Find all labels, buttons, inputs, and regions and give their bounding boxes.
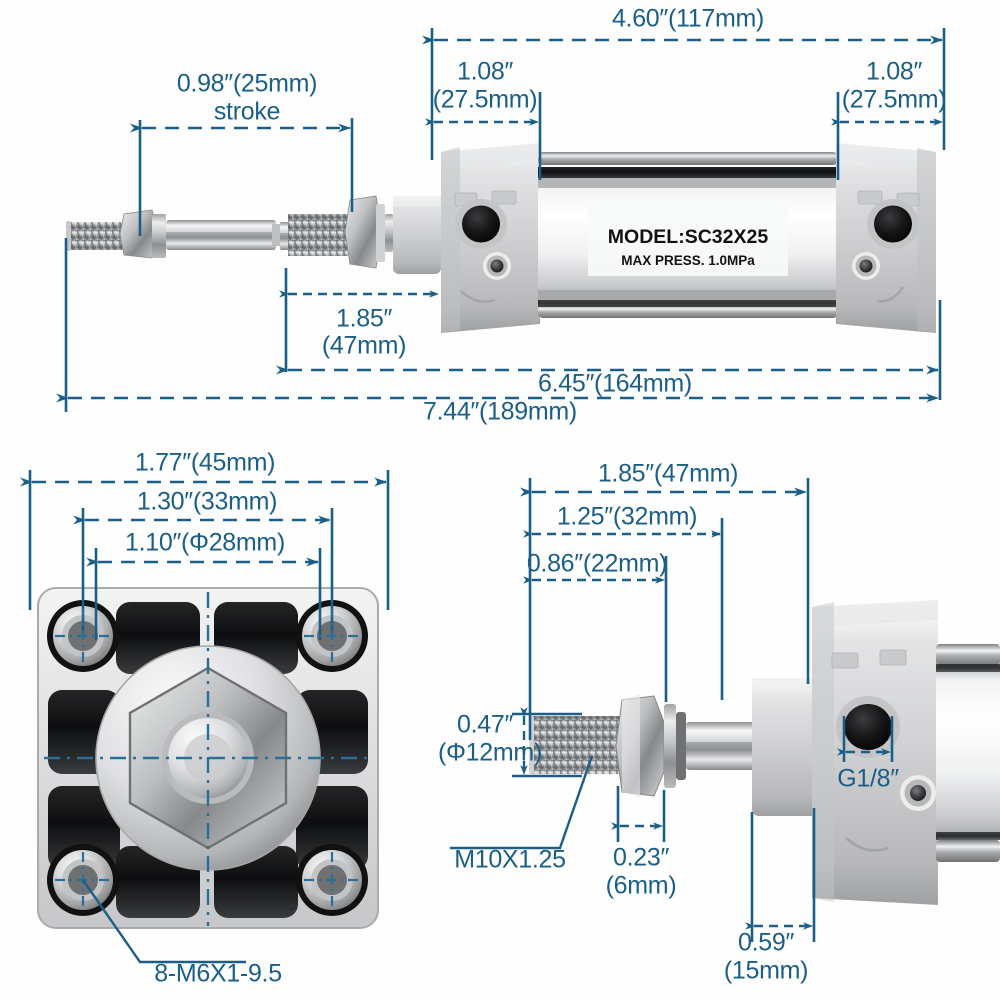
dim-label-rod-ext-line1: 1.85″ (336, 305, 392, 333)
dim-label-bore-circle: 1.10″(Φ28mm) (125, 529, 285, 557)
callout-label-rod-thread: M10X1.25 (454, 846, 566, 874)
dim-label-bolt-spacing: 1.30″(33mm) (137, 488, 277, 516)
dim-label-cap-right-line2: (27.5mm) (842, 86, 947, 114)
rod-gland-boss (393, 196, 441, 274)
dim-label-overall-length: 7.44″(189mm) (423, 398, 577, 426)
dim-rod-total (520, 478, 810, 740)
dim-label-nut-thick-line1: 0.23″ (613, 844, 669, 872)
left-end-cap (441, 143, 540, 333)
callout-label-thread-holes: 8-M6X1-9.5 (154, 960, 282, 988)
dim-rod-diameter (512, 707, 582, 778)
callout-label-port-size: G1/8″ (837, 765, 899, 793)
dim-rod-mid (523, 518, 724, 700)
dim-label-rod-total: 1.85″(47mm) (598, 460, 738, 488)
dim-thread-length (523, 556, 668, 702)
dim-label-rod-dia-line1: 0.47″ (457, 711, 513, 739)
dim-label-stroke-line2: stroke (214, 98, 280, 126)
dim-label-cap-right-line1: 1.08″ (866, 58, 922, 86)
max-press-text: MAX PRESS. 1.0MPa (621, 253, 755, 268)
dim-label-rod-ext-line2: (47mm) (322, 332, 406, 360)
rod-lock-nut (344, 195, 393, 269)
dim-label-nut-thick-line2: (6mm) (606, 872, 677, 900)
dim-bore-circle (86, 548, 322, 640)
dim-label-stroke-line1: 0.98″(25mm) (177, 70, 317, 98)
dim-nut-thickness (611, 786, 666, 842)
dim-cap-left (425, 92, 542, 180)
dim-label-cap-left-line1: 1.08″ (457, 58, 513, 86)
dim-label-rod-dia-line2: (Φ12mm) (438, 739, 542, 767)
dim-label-cap-depth-line2: (15mm) (724, 957, 808, 985)
dim-label-rod-mid: 1.25″(32mm) (557, 503, 697, 531)
rod-tip-thread (66, 221, 124, 251)
dim-overall-length (56, 238, 939, 412)
rod-main-thread (288, 214, 350, 256)
dim-label-cap-depth-line1: 0.59″ (738, 929, 794, 957)
dim-body-length (422, 28, 946, 160)
dim-flange-width (20, 470, 390, 610)
dim-label-cap-left-line2: (27.5mm) (433, 86, 538, 114)
flange-centerlines (44, 592, 374, 926)
dim-retracted-length (276, 300, 942, 400)
callout-thread-holes (82, 879, 246, 964)
dim-label-flange-width: 1.77″(45mm) (135, 449, 275, 477)
callout-port-size (837, 716, 894, 762)
cylinder-barrel (538, 152, 838, 318)
model-text: MODEL:SC32X25 (608, 226, 769, 248)
dim-cap-right (831, 92, 943, 180)
dim-label-thread-length: 0.86″(22mm) (527, 550, 667, 578)
right-end-cap (836, 143, 936, 333)
top-view-cylinder-assembly (66, 143, 936, 333)
dim-rod-extension (279, 268, 439, 372)
dim-stroke (130, 118, 354, 236)
dim-label-retracted-length: 6.45″(164mm) (538, 370, 692, 398)
dim-cap-depth (745, 808, 816, 942)
callout-rod-thread (450, 755, 594, 850)
dim-label-body-length: 4.60″(117mm) (612, 5, 764, 33)
